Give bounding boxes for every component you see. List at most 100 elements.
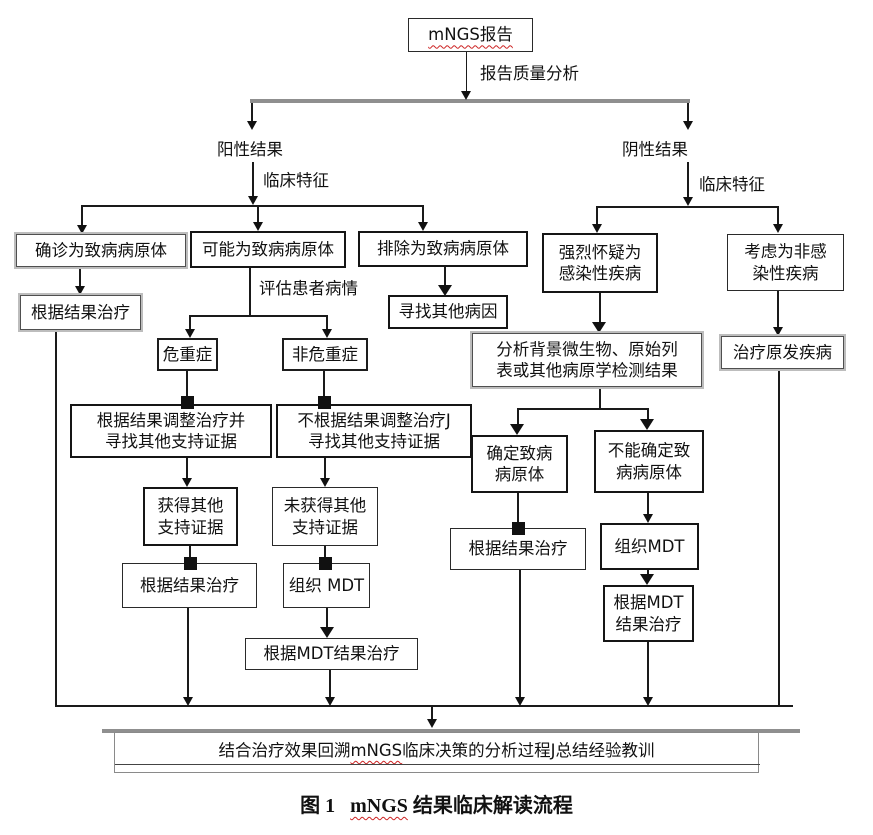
connector-line xyxy=(519,570,521,697)
node-label: 不根据结果调整治疗J 寻找其他支持证据 xyxy=(297,410,451,451)
node-label: 非危重症 xyxy=(292,344,358,364)
connector-line xyxy=(597,206,778,208)
connector-line xyxy=(465,52,468,92)
junction-square xyxy=(180,396,194,409)
node-label: 根据结果调整治疗并 寻找其他支持证据 xyxy=(96,410,246,451)
node-label: 排除为致病病原体 xyxy=(377,239,509,259)
node-find-other-cause: 寻找其他病因 xyxy=(388,295,508,329)
connector-line xyxy=(252,162,254,198)
arrowhead-icon xyxy=(247,196,258,205)
caption-mngs: mNGS xyxy=(350,795,408,817)
node-pathogen-determined: 确定致病 病原体 xyxy=(471,435,568,493)
node-label: 不能确定致 病病原体 xyxy=(607,441,691,482)
connector-line xyxy=(82,205,423,207)
connector-line xyxy=(647,493,649,515)
figure-caption: 图 1 mNGS 结果临床解读流程 xyxy=(0,789,873,818)
node-possible-pathogen: 可能为致病病原体 xyxy=(190,231,346,268)
node-pathogen-undetermined: 不能确定致 病病原体 xyxy=(594,430,704,493)
connector-line xyxy=(777,206,779,225)
connector-line xyxy=(186,458,188,479)
node-critical: 危重症 xyxy=(157,338,218,371)
edge-label-clinical-right: 临床特征 xyxy=(699,175,765,194)
connector-line xyxy=(778,369,780,706)
summary-inner-line xyxy=(115,764,760,766)
edge-label-assess-patient: 评估患者病情 xyxy=(259,279,358,298)
node-no-adjust-treatment: 不根据结果调整治疗J 寻找其他支持证据 xyxy=(276,404,472,458)
node-summary: 结合治疗效果回溯mNGS临床决策的分析过程J总结经验教训 xyxy=(114,732,760,773)
node-label: 危重症 xyxy=(162,344,213,364)
connector-line xyxy=(190,315,328,317)
node-label: 强烈怀疑为 感染性疾病 xyxy=(558,242,642,283)
node-non-critical: 非危重症 xyxy=(282,338,368,371)
node-mngs-report: mNGS报告 xyxy=(408,18,533,52)
arrowhead-icon xyxy=(246,121,257,130)
connector-line xyxy=(647,642,649,697)
connector-line xyxy=(324,546,326,557)
arrowhead-icon xyxy=(252,222,263,231)
connector-line xyxy=(325,608,329,630)
edge-label-report-quality: 报告质量分析 xyxy=(480,64,579,83)
node-treat-by-mdt-right: 根据MDT 结果治疗 xyxy=(603,585,694,642)
arrowhead-icon xyxy=(320,627,334,638)
node-treat-primary-disease: 治疗原发疾病 xyxy=(719,334,846,371)
node-treat-by-result-left: 根据结果治疗 xyxy=(18,293,143,332)
connector-line xyxy=(324,458,326,479)
arrowhead-icon xyxy=(181,478,192,487)
arrowhead-icon xyxy=(640,419,654,430)
summary-post: 临床决策的分析过程J总结经验教训 xyxy=(402,741,655,760)
split-bar xyxy=(250,99,690,103)
node-label: 组织 MDT xyxy=(288,575,365,595)
connector-line xyxy=(257,205,259,224)
caption-space xyxy=(335,795,350,817)
node-treat-by-result-right: 根据结果治疗 xyxy=(450,528,586,570)
connector-line xyxy=(249,268,251,315)
junction-square xyxy=(318,556,332,570)
node-label: 根据MDT 结果治疗 xyxy=(613,593,684,634)
node-label: 治疗原发疾病 xyxy=(733,342,832,362)
node-label: 可能为致病病原体 xyxy=(202,239,334,259)
arrowhead-icon xyxy=(74,286,85,295)
summary-text: 结合治疗效果回溯mNGS临床决策的分析过程J总结经验教训 xyxy=(115,737,758,761)
node-label: 根据结果治疗 xyxy=(140,575,239,595)
connector-line xyxy=(443,267,447,288)
arrowhead-icon xyxy=(642,514,653,523)
edge-label-negative: 阴性结果 xyxy=(622,140,688,159)
connector-line xyxy=(186,371,188,397)
connector-line xyxy=(687,103,689,123)
node-label: 组织MDT xyxy=(614,536,685,556)
connector-line xyxy=(189,315,191,331)
connector-line xyxy=(187,608,189,697)
junction-square xyxy=(183,556,197,570)
connector-line xyxy=(326,315,328,331)
connector-line xyxy=(517,493,519,522)
arrowhead-icon xyxy=(438,285,452,296)
arrowhead-icon xyxy=(514,697,525,706)
node-label: mNGS报告 xyxy=(428,25,513,45)
connector-line xyxy=(646,408,650,422)
node-evidence-not-obtained: 未获得其他 支持证据 xyxy=(272,487,378,546)
connector-line xyxy=(431,707,433,721)
summary-top-bar xyxy=(102,729,800,733)
arrowhead-icon xyxy=(461,91,471,100)
node-organize-mdt-mid: 组织 MDT xyxy=(283,563,370,608)
node-label: 分析背景微生物、原始列 表或其他病原学检测结果 xyxy=(496,339,678,380)
arrowhead-icon xyxy=(682,197,693,206)
arrowhead-icon xyxy=(182,697,193,706)
node-suspect-infectious: 强烈怀疑为 感染性疾病 xyxy=(542,233,658,293)
node-evidence-obtained: 获得其他 支持证据 xyxy=(143,487,238,546)
connector-line xyxy=(516,408,520,427)
summary-pre: 结合治疗效果回溯 xyxy=(218,741,351,760)
edge-label-positive: 阳性结果 xyxy=(217,140,283,159)
arrowhead-icon xyxy=(642,697,653,706)
arrowhead-icon xyxy=(184,329,195,338)
edge-label-clinical-left: 临床特征 xyxy=(263,171,329,190)
node-label: 确定致病 病原体 xyxy=(486,443,553,484)
arrowhead-icon xyxy=(319,478,330,487)
node-organize-mdt-right: 组织MDT xyxy=(600,523,699,570)
node-analyze-background: 分析背景微生物、原始列 表或其他病原学检测结果 xyxy=(470,331,704,389)
node-consider-non-infectious: 考虑为非感 染性疾病 xyxy=(727,234,844,291)
caption-title: 结果临床解读流程 xyxy=(407,795,573,817)
collector-line xyxy=(55,705,793,707)
node-label: 未获得其他 支持证据 xyxy=(283,496,367,537)
